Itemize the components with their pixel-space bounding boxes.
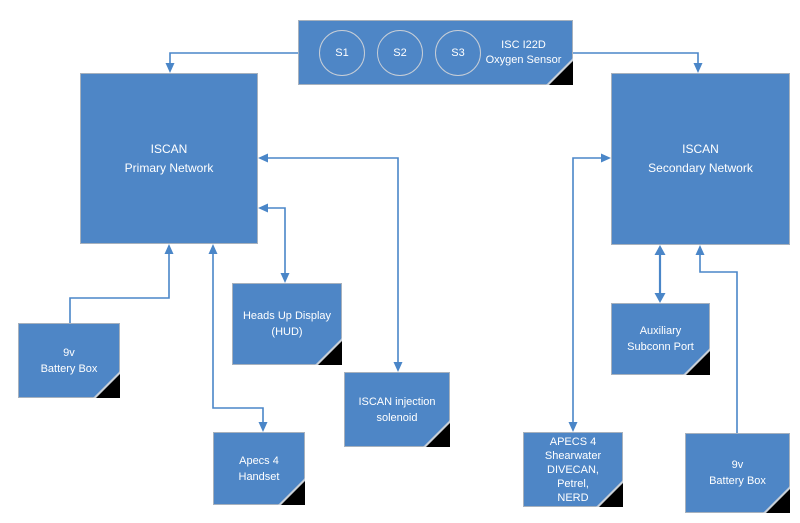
- sensor-circle-s3: S3: [435, 29, 481, 76]
- apecs-shearwater-line4: Petrel,: [557, 477, 589, 490]
- node-iscan-primary-network: ISCAN Primary Network: [80, 73, 258, 244]
- hud-label-line2: (HUD): [271, 326, 303, 338]
- folded-corner: [426, 423, 450, 447]
- handset-label-line2: Handset: [238, 470, 280, 483]
- apecs-shearwater-line2: Shearwater: [544, 449, 602, 462]
- connector-secondary-apecs: [568, 153, 611, 432]
- oxygen-sensor-label: ISC I22D Oxygen Sensor: [481, 38, 572, 68]
- battery-box-left-line2: Battery Box: [40, 362, 98, 375]
- oxygen-sensor-body: S1 S2 S3 ISC I22D Oxygen Sensor: [299, 29, 572, 76]
- secondary-network-label-line2: Secondary Network: [648, 161, 753, 175]
- node-iscan-secondary-network: ISCAN Secondary Network: [611, 73, 790, 245]
- primary-network-label: ISCAN Primary Network: [125, 140, 214, 178]
- battery-box-right-line2: Battery Box: [709, 475, 766, 487]
- apecs-shearwater-label: APECS 4 Shearwater DIVECAN, Petrel, NERD: [545, 435, 601, 505]
- node-battery-box-right: 9v Battery Box: [685, 433, 790, 513]
- hud-label-line1: Heads Up Display: [242, 310, 332, 322]
- handset-label: Apecs 4 Handset: [239, 453, 280, 485]
- node-injection-solenoid: ISCAN injection solenoid: [344, 372, 450, 447]
- sensor-circle-s2: S2: [377, 29, 423, 76]
- hud-label: Heads Up Display (HUD): [243, 308, 331, 340]
- node-oxygen-sensor: S1 S2 S3 ISC I22D Oxygen Sensor: [298, 20, 573, 85]
- apecs-shearwater-line3: DIVECAN,: [547, 463, 599, 476]
- secondary-network-label-line1: ISCAN: [682, 142, 719, 156]
- aux-port-label: Auxiliary Subconn Port: [627, 323, 694, 355]
- connector-sensor-to-secondary: [573, 52, 703, 73]
- battery-box-right-label: 9v Battery Box: [709, 457, 766, 489]
- connector-primary-handset: [208, 244, 268, 432]
- connector-battery-left-to-primary: [69, 244, 174, 323]
- connector-primary-solenoid: [258, 153, 403, 372]
- sensor-label-s1: S1: [335, 46, 349, 59]
- aux-port-label-line1: Auxiliary: [639, 325, 682, 337]
- sensor-circles: S1 S2 S3: [319, 29, 481, 76]
- primary-network-label-line2: Primary Network: [124, 160, 214, 175]
- oxygen-sensor-label-line2: Oxygen Sensor: [485, 53, 562, 66]
- connector-primary-hud: [258, 203, 290, 283]
- oxygen-sensor-label-line1: ISC I22D: [501, 38, 546, 51]
- folded-corner: [281, 481, 305, 505]
- battery-box-right-line1: 9v: [731, 459, 744, 471]
- node-apecs-handset: Apecs 4 Handset: [213, 432, 305, 505]
- sensor-label-s3: S3: [451, 46, 465, 59]
- connector-sensor-to-primary: [165, 52, 298, 73]
- battery-box-left-line1: 9v: [63, 346, 75, 359]
- node-aux-subconn-port: Auxiliary Subconn Port: [611, 303, 710, 375]
- battery-box-left-label: 9v Battery Box: [41, 345, 98, 377]
- node-battery-box-left: 9v Battery Box: [18, 323, 120, 398]
- secondary-network-label: ISCAN Secondary Network: [648, 140, 753, 178]
- connector-battery-right-to-secondary: [695, 245, 738, 433]
- node-apecs-shearwater: APECS 4 Shearwater DIVECAN, Petrel, NERD: [523, 432, 623, 507]
- solenoid-label-line2: solenoid: [376, 411, 418, 424]
- apecs-shearwater-line5: NERD: [557, 491, 589, 504]
- sensor-label-s2: S2: [393, 46, 407, 59]
- apecs-shearwater-line1: APECS 4: [549, 435, 597, 448]
- connector-secondary-aux-port: [654, 245, 666, 303]
- solenoid-label: ISCAN injection solenoid: [358, 394, 435, 426]
- handset-label-line1: Apecs 4: [239, 454, 279, 467]
- aux-port-label-line2: Subconn Port: [627, 341, 694, 353]
- sensor-circle-s1: S1: [319, 29, 365, 76]
- folded-corner: [318, 341, 342, 365]
- node-heads-up-display: Heads Up Display (HUD): [232, 283, 342, 365]
- primary-network-label-line1: ISCAN: [150, 141, 188, 156]
- solenoid-label-line1: ISCAN injection: [358, 395, 436, 408]
